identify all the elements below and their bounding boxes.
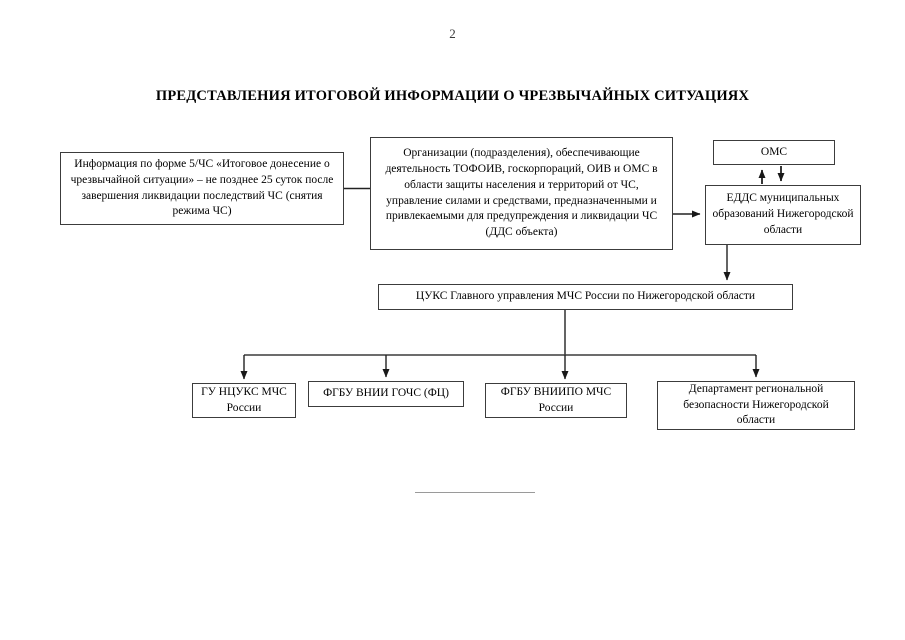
node-regional-security-department[interactable]: Департамент региональной безопасности Ни…: [657, 381, 855, 430]
page-number: 2: [449, 26, 456, 41]
node-eddc-municipal[interactable]: ЕДДС муниципальных образований Нижегород…: [705, 185, 861, 245]
node-organizations[interactable]: Организации (подразделения), обеспечиваю…: [370, 137, 673, 250]
footer-separator-rule: [415, 492, 535, 493]
node-form5-information[interactable]: Информация по форме 5/ЧС «Итоговое донес…: [60, 152, 344, 225]
node-vniipo[interactable]: ФГБУ ВНИИПО МЧС России: [485, 383, 627, 418]
edge-cuks-distribution-bus: [244, 310, 756, 356]
node-vnii-gochs[interactable]: ФГБУ ВНИИ ГОЧС (ФЦ): [308, 381, 464, 407]
page-title: ПРЕДСТАВЛЕНИЯ ИТОГОВОЙ ИНФОРМАЦИИ О ЧРЕЗ…: [155, 88, 750, 104]
node-cuks-main-directorate[interactable]: ЦУКС Главного управления МЧС России по Н…: [378, 284, 793, 310]
node-gu-nckus[interactable]: ГУ НЦУКС МЧС России: [192, 383, 296, 418]
node-oms[interactable]: ОМС: [713, 140, 835, 165]
